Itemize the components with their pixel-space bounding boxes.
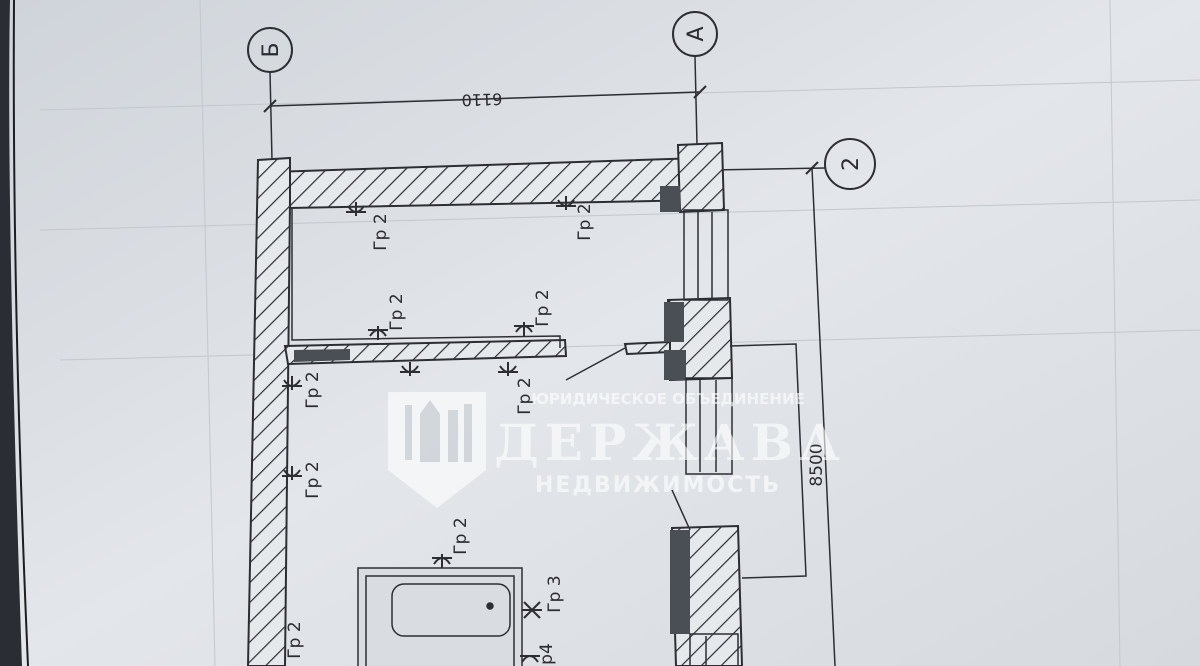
dimension-label-8500: 8500	[807, 443, 827, 486]
fixture-label: Гр 2	[451, 517, 471, 554]
window-lower	[689, 633, 739, 666]
dimension-6110: 6110	[263, 85, 707, 113]
fixture-label: р4	[537, 643, 557, 665]
fixture-symbol	[400, 362, 420, 376]
bathtub	[391, 583, 511, 637]
fixture-label: Гр 2	[285, 621, 305, 658]
room-outline	[291, 208, 561, 348]
fixture-label: Гр 2	[515, 377, 535, 414]
fixture-symbol	[346, 202, 366, 216]
paper-fold-line	[12, 0, 29, 666]
fixture-label: Гр 2	[533, 289, 553, 326]
fixture-label: Гр 2	[575, 203, 595, 240]
partition-wall	[283, 338, 568, 366]
faint-grid	[39, 0, 1200, 666]
fixture-symbols	[282, 196, 576, 663]
fixture-symbol	[282, 466, 302, 480]
axis-label-b: Б	[259, 42, 284, 57]
fixture-symbol	[498, 362, 518, 376]
fixture-symbol	[522, 601, 542, 619]
dark-infills	[294, 186, 690, 634]
watermark-line3: НЕДВИЖИМОСТЬ	[535, 473, 781, 498]
fixture-symbol	[282, 376, 302, 390]
fixture-label: Гр 2	[303, 461, 323, 498]
fixture-label: Гр 2	[387, 293, 407, 330]
watermark-line1: ЮРИДИЧЕСКОЕ ОБЪЕДИНЕНИЕ	[531, 390, 805, 408]
balcony-outline	[729, 343, 807, 579]
bathroom-walls	[357, 567, 523, 666]
fixture-labels: Гр 2 Гр 2 Гр 2 Гр 2 Гр 2 Гр 2 Гр 2 Гр 2 …	[285, 203, 595, 665]
doors	[565, 343, 807, 579]
axis-marker-a: А	[672, 11, 718, 146]
paper-edge-shadow	[0, 0, 22, 666]
fixture-label: Гр 3	[545, 575, 565, 612]
axis-label-2: 2	[839, 157, 864, 171]
axis-marker-b: Б	[247, 27, 293, 161]
window-upper	[683, 209, 729, 301]
fixture-label: Гр 2	[371, 213, 391, 250]
fixture-symbol	[432, 554, 452, 568]
wall-left	[246, 156, 291, 666]
axis-label-a: А	[684, 26, 709, 41]
door-swing-lower	[671, 489, 691, 531]
column-top-right	[676, 141, 726, 214]
fixture-label: Гр 2	[303, 371, 323, 408]
dimension-8500: 8500	[805, 161, 836, 666]
bathroom	[357, 567, 523, 666]
watermark-line2: ДЕРЖАВА	[494, 413, 845, 472]
windows	[683, 209, 739, 666]
watermark: ЮРИДИЧЕСКОЕ ОБЪЕДИНЕНИЕ ДЕРЖАВА НЕДВИЖИМ…	[388, 390, 845, 508]
fixture-symbol	[368, 326, 388, 340]
fixture-symbol	[556, 196, 576, 210]
fixture-symbol	[514, 322, 534, 336]
dimension-label-6110: 6110	[461, 89, 502, 109]
fixture-symbol	[520, 655, 540, 663]
axis-marker-2: 2	[709, 138, 876, 190]
door-swing-upper	[565, 347, 626, 381]
partition-stub	[623, 340, 671, 356]
window-middle	[685, 377, 733, 475]
